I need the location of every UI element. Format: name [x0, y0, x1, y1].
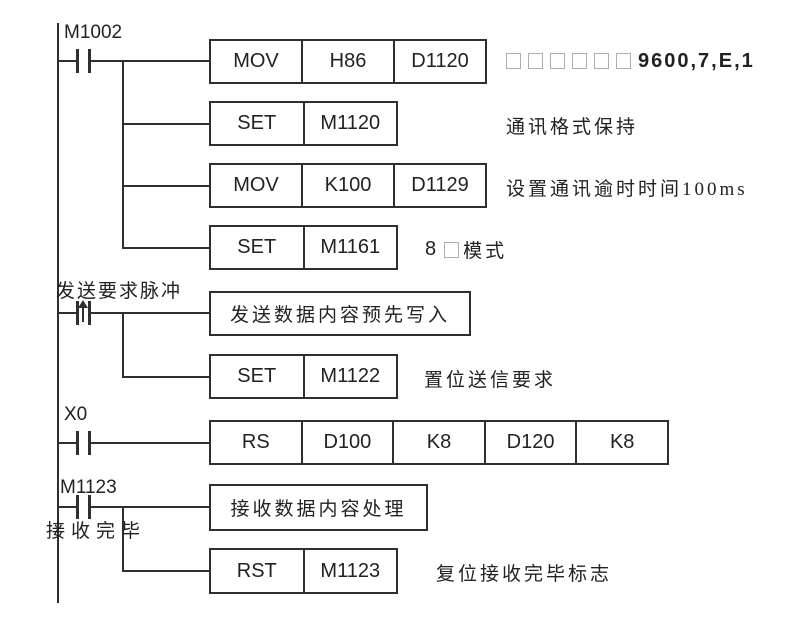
contact-bar — [88, 431, 91, 455]
instruction-operand: M1161 — [302, 227, 397, 268]
rung1-wire-left — [59, 60, 76, 62]
instruction-operand: M1120 — [302, 103, 397, 144]
instruction-opcode: SET — [237, 112, 277, 134]
contact-label-m1002: M1002 — [64, 22, 123, 43]
instruction-operand: M1123 — [302, 550, 397, 592]
rising-edge-arrow-stem — [82, 307, 84, 322]
instruction-box-set-m1120: SET M1120 — [209, 101, 398, 146]
missing-glyph-box — [506, 53, 521, 69]
rising-edge-arrow-icon — [78, 300, 88, 308]
instruction-opcode: RST — [236, 559, 277, 582]
action-text: 发送数据内容预先写入 — [229, 305, 450, 326]
instruction-box-rs: RS D100 K8 D120 K8 — [209, 420, 669, 465]
contact-bar — [88, 495, 91, 519]
instruction-opcode: SET — [237, 365, 277, 387]
contact-bar — [76, 495, 79, 519]
rung2-wire-left — [59, 312, 76, 314]
comment-timeout-setting: 设置通讯逾时时间100ms — [506, 179, 748, 200]
rung1-branch-rail — [122, 60, 124, 249]
contact-sublabel-receive-complete: 接收完毕 — [46, 521, 147, 542]
instruction-operand: D1120 — [393, 41, 485, 82]
rung4-wire-right — [91, 506, 211, 508]
action-text: 接收数据内容处理 — [230, 499, 407, 520]
instruction-operand: K8 — [392, 422, 484, 463]
contact-bar — [88, 301, 91, 325]
rung2-branch-rail — [122, 312, 124, 378]
comment-set-send-request: 置位送信要求 — [424, 370, 557, 391]
contact-label-x0: X0 — [64, 404, 88, 425]
rung4-row2-wire — [122, 570, 211, 572]
contact-bar — [76, 431, 79, 455]
instruction-box-mov-k100-d1129: MOV K100 D1129 — [209, 163, 487, 208]
instruction-operand: H86 — [301, 41, 393, 82]
missing-glyph-box — [616, 53, 631, 69]
comment-protocol-value: 9600,7,E,1 — [638, 49, 755, 72]
rung3-wire-right — [91, 442, 211, 444]
comment-keep-format: 通讯格式保持 — [506, 117, 639, 138]
comment-mode-prefix: 8 — [425, 238, 439, 260]
contact-bar — [76, 301, 79, 325]
missing-glyph-box — [528, 53, 543, 69]
missing-glyph-box — [444, 241, 460, 258]
rung1-row3-wire — [122, 185, 211, 187]
contact-bar — [88, 49, 91, 73]
instruction-operand: K8 — [575, 422, 667, 463]
rung4-wire-left — [59, 506, 76, 508]
comment-reset-receive-flag: 复位接收完毕标志 — [436, 564, 613, 585]
missing-glyph-box — [594, 53, 609, 69]
comment-protocol-setting: 9600,7,E,1 — [506, 48, 755, 74]
rung2-row2-wire — [122, 376, 211, 378]
missing-glyph-box — [550, 53, 565, 69]
missing-glyph-row — [444, 241, 466, 258]
instruction-opcode: SET — [237, 236, 277, 258]
instruction-box-rst-m1123: RST M1123 — [209, 548, 398, 594]
instruction-box-mov-h86-d1120: MOV H86 D1120 — [209, 39, 487, 84]
rung1-row4-wire — [122, 247, 211, 249]
comment-8bit-mode: 8 模式 — [425, 236, 507, 263]
contact-label-m1123: M1123 — [60, 477, 117, 498]
rung2-wire-right — [91, 312, 211, 314]
instruction-opcode: MOV — [233, 50, 279, 72]
instruction-opcode: RS — [241, 431, 270, 453]
instruction-operand: K100 — [301, 165, 393, 206]
action-box-preload-send-data: 发送数据内容预先写入 — [209, 291, 471, 336]
rung4-branch-rail — [122, 506, 124, 572]
instruction-opcode: MOV — [233, 174, 279, 196]
instruction-box-set-m1161: SET M1161 — [209, 225, 398, 270]
missing-glyph-row — [506, 53, 638, 69]
instruction-operand: D100 — [300, 422, 393, 463]
rung3-wire-left — [59, 442, 76, 444]
rung1-row2-wire — [122, 123, 211, 125]
contact-bar — [76, 49, 79, 73]
left-power-rail — [57, 23, 59, 603]
instruction-operand: D1129 — [393, 165, 485, 206]
comment-mode-suffix: 模式 — [463, 241, 508, 262]
contact-label-send-request-pulse: 发送要求脉冲 — [56, 281, 183, 302]
instruction-operand: M1122 — [302, 356, 397, 397]
action-box-process-received-data: 接收数据内容处理 — [209, 484, 428, 531]
rung1-wire-right — [91, 60, 211, 62]
instruction-box-set-m1122: SET M1122 — [209, 354, 398, 399]
missing-glyph-box — [572, 53, 587, 69]
instruction-operand: D120 — [483, 422, 576, 463]
